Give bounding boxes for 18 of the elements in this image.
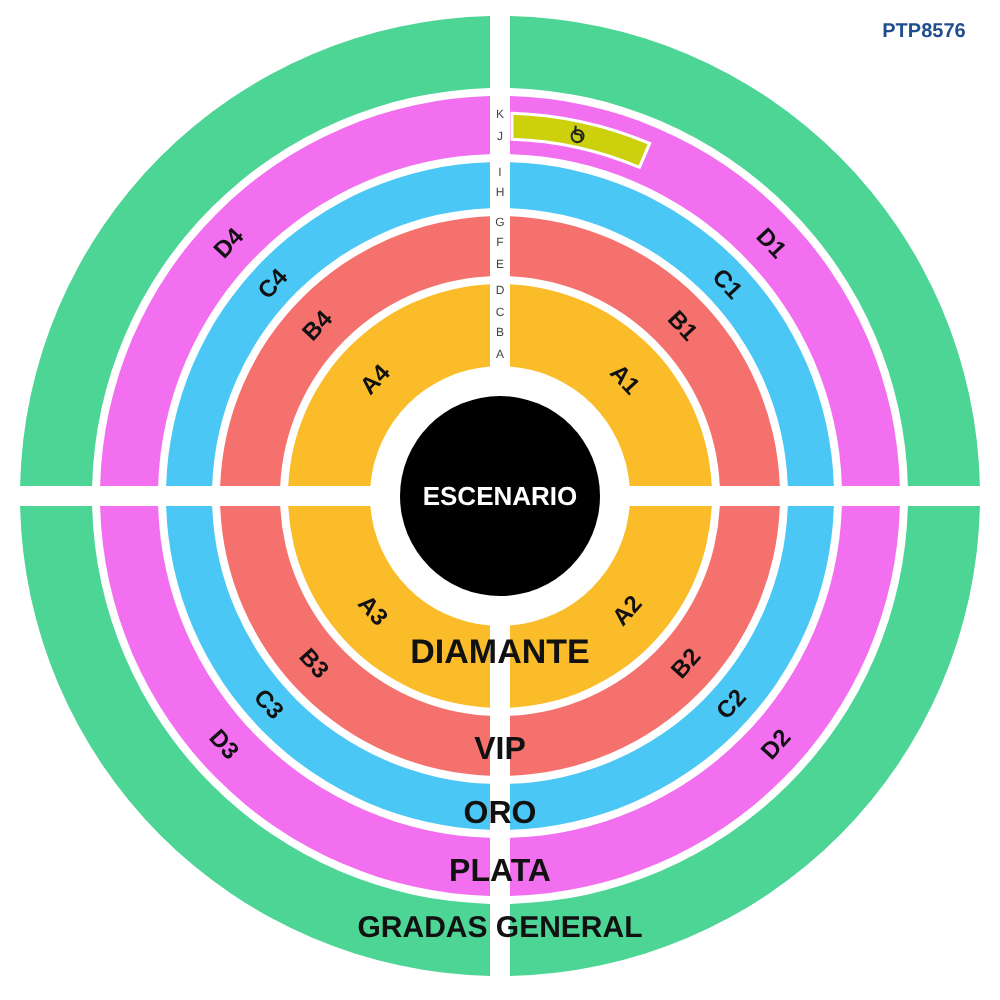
section-label: C2 xyxy=(710,683,752,725)
section-label: D3 xyxy=(203,723,245,765)
section-label: B2 xyxy=(665,642,707,684)
section-label: B3 xyxy=(293,642,335,684)
section-label: A3 xyxy=(352,589,394,632)
section-label: C1 xyxy=(706,263,749,305)
section-label: A1 xyxy=(604,358,646,401)
stage-label: ESCENARIO xyxy=(422,481,578,511)
section-label: A4 xyxy=(354,358,396,401)
section-label: C4 xyxy=(251,263,294,305)
section-label: B4 xyxy=(296,304,338,347)
section-label: D1 xyxy=(750,222,793,264)
section-label: C3 xyxy=(248,683,290,725)
map-code: PTP8576 xyxy=(882,21,966,43)
section-label: B1 xyxy=(662,304,704,347)
section-label: A2 xyxy=(606,589,648,632)
section-label: D4 xyxy=(207,222,250,264)
section-label: D2 xyxy=(755,723,797,765)
